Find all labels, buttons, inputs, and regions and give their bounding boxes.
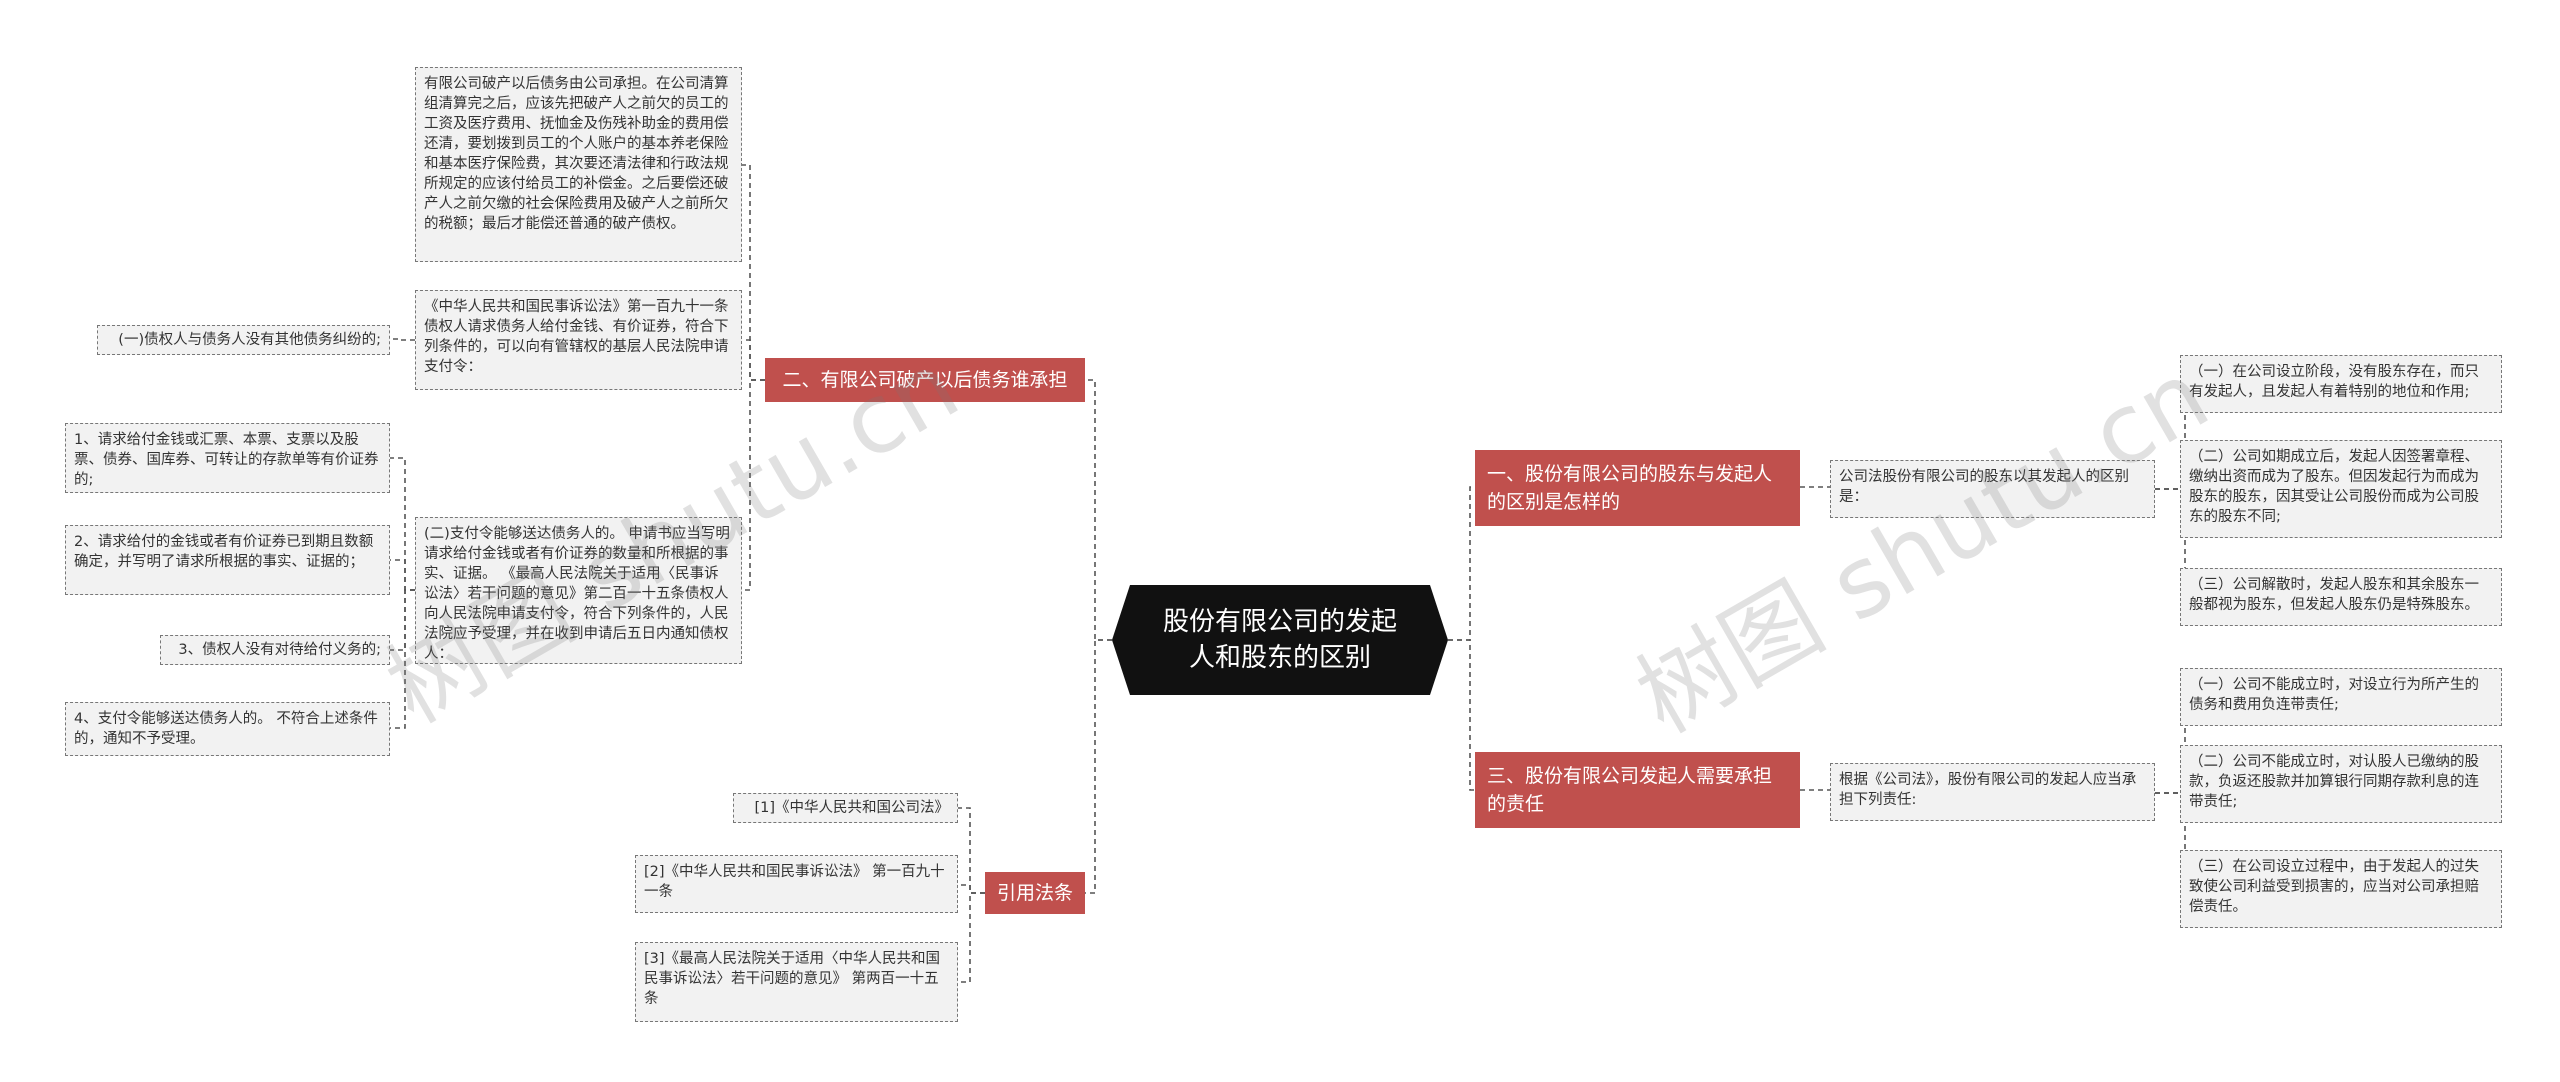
leaf-b2-condition-item-4[interactable]: 4、支付令能够送达债务人的。 不符合上述条件的，通知不予受理。 xyxy=(65,702,390,756)
leaf-b4-citation-1[interactable]: [1]《中华人民共和国公司法》 xyxy=(733,793,958,823)
connector xyxy=(390,589,415,651)
branch-shareholder-vs-promoter[interactable]: 一、股份有限公司的股东与发起人的区别是怎样的 xyxy=(1475,450,1800,526)
leaf-b2-condition-item-3[interactable]: 3、债权人没有对待给付义务的; xyxy=(160,635,390,665)
root-topic[interactable]: 股份有限公司的发起人和股东的区别 xyxy=(1112,585,1448,695)
connector xyxy=(390,457,415,591)
leaf-b3-item-2[interactable]: （二）公司不能成立时，对认股人已缴纳的股款，负返还股款并加算银行同期存款利息的连… xyxy=(2180,745,2502,823)
branch-label: 三、股份有限公司发起人需要承担的责任 xyxy=(1487,765,1773,815)
connector xyxy=(742,164,765,381)
leaf-b2-condition-item-1[interactable]: 1、请求给付金钱或汇票、本票、支票以及股票、债券、国库券、可转让的存款单等有价证… xyxy=(65,423,390,493)
branch-label: 一、股份有限公司的股东与发起人的区别是怎样的 xyxy=(1487,463,1773,513)
connector xyxy=(390,559,415,591)
connector xyxy=(742,379,765,591)
leaf-b3-intro[interactable]: 根据《公司法》，股份有限公司的发起人应当承担下列责任: xyxy=(1830,763,2155,821)
connector xyxy=(958,892,985,983)
connector xyxy=(1085,639,1112,894)
branch-bankruptcy-debt[interactable]: 二、有限公司破产以后债务谁承担 xyxy=(765,358,1085,402)
leaf-b3-item-3[interactable]: （三）在公司设立过程中，由于发起人的过失致使公司利益受到损害的，应当对公司承担赔… xyxy=(2180,850,2502,928)
leaf-b2-condition-item-2[interactable]: 2、请求给付的金钱或者有价证券已到期且数额确定，并写明了请求所根据的事实、证据的… xyxy=(65,525,390,595)
leaf-b2-condition-1[interactable]: (一)债权人与债务人没有其他债务纠纷的; xyxy=(97,325,390,355)
branch-promoter-liability[interactable]: 三、股份有限公司发起人需要承担的责任 xyxy=(1475,752,1800,828)
leaf-b1-item-1[interactable]: （一）在公司设立阶段，没有股东存在，而只有发起人，且发起人有着特别的地位和作用; xyxy=(2180,355,2502,413)
leaf-b1-item-2[interactable]: （二）公司如期成立后，发起人因签署章程、缴纳出资而成为了股东。但因发起行为而成为… xyxy=(2180,440,2502,538)
connector xyxy=(958,884,985,894)
leaf-b1-item-3[interactable]: （三）公司解散时，发起人股东和其余股东一般都视为股东，但发起人股东仍是特殊股东。 xyxy=(2180,568,2502,626)
leaf-b4-citation-2[interactable]: [2]《中华人民共和国民事诉讼法》 第一百九十一条 xyxy=(635,855,958,913)
branch-cited-laws[interactable]: 引用法条 xyxy=(985,872,1085,914)
leaf-b1-intro[interactable]: 公司法股份有限公司的股东以其发起人的区别是： xyxy=(1830,460,2155,518)
root-title: 股份有限公司的发起人和股东的区别 xyxy=(1162,607,1397,673)
branch-label: 二、有限公司破产以后债务谁承担 xyxy=(782,369,1068,391)
leaf-b2-civil-procedure-article[interactable]: 《中华人民共和国民事诉讼法》第一百九十一条债权人请求债务人给付金钱、有价证券，符… xyxy=(415,290,742,390)
branch-label: 引用法条 xyxy=(997,882,1074,904)
connector xyxy=(1085,379,1112,641)
connector xyxy=(958,807,985,894)
leaf-b4-citation-3[interactable]: [3]《最高人民法院关于适用〈中华人民共和国民事诉讼法〉若干问题的意见》 第两百… xyxy=(635,942,958,1022)
connector xyxy=(742,339,765,381)
leaf-b2-payment-order[interactable]: (二)支付令能够送达债务人的。 申请书应当写明请求给付金钱或者有价证券的数量和所… xyxy=(415,517,742,664)
connector xyxy=(390,589,415,729)
connector xyxy=(2155,488,2210,599)
leaf-b3-item-1[interactable]: （一）公司不能成立时，对设立行为所产生的债务和费用负连带责任; xyxy=(2180,668,2502,726)
connector xyxy=(390,338,415,341)
leaf-b2-bankruptcy-explanation[interactable]: 有限公司破产以后债务由公司承担。在公司清算组清算完之后，应该先把破产人之前欠的员… xyxy=(415,67,742,262)
